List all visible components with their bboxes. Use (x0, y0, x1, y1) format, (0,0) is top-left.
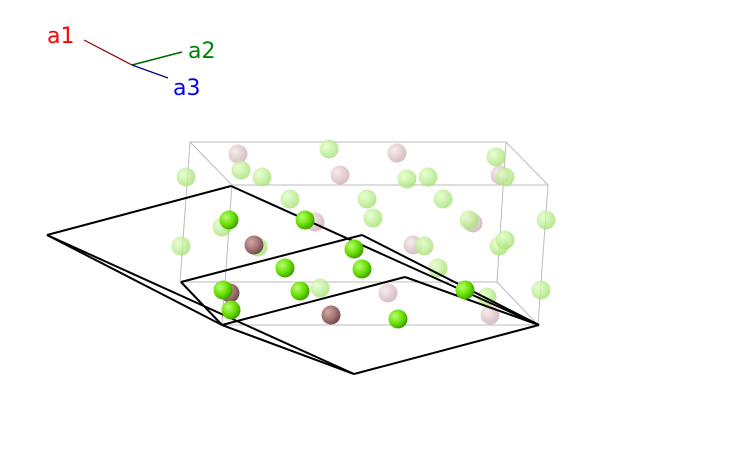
atom-green-faded (495, 167, 515, 187)
atom-green-faded (495, 230, 515, 250)
atom-green (221, 300, 241, 320)
cell-edge (404, 276, 540, 326)
atom-green-faded (459, 210, 479, 230)
atom-pink-faded (387, 143, 407, 163)
cell-edge (221, 324, 355, 375)
cell-edge (180, 281, 223, 326)
atom-green-faded (231, 160, 251, 180)
atom-green (344, 239, 364, 259)
atom-green-faded (319, 139, 339, 159)
cell-edge (46, 234, 223, 326)
atom-green (275, 258, 295, 278)
cell-edge (180, 234, 363, 283)
cell-edge (221, 276, 406, 326)
cell-edge (230, 185, 540, 326)
atom-green (352, 259, 372, 279)
box-edge (496, 141, 507, 283)
atom-green-faded (252, 167, 272, 187)
atom-green-faded (414, 236, 434, 256)
atom-pink-faded (330, 165, 350, 185)
atom-green-faded (357, 189, 377, 209)
atom-maroon (321, 305, 341, 325)
atom-green-faded (536, 210, 556, 230)
atom-green-faded (363, 208, 383, 228)
unit-cell (46, 185, 540, 375)
a3-label: a3 (173, 76, 200, 101)
a1-axis-line (83, 39, 133, 66)
faded-atoms (171, 139, 556, 325)
a2-label: a2 (188, 39, 215, 64)
atom-green (455, 280, 475, 300)
cell-edge (46, 185, 232, 236)
atom-green (213, 280, 233, 300)
box-edge (505, 141, 549, 186)
cell-edge (361, 234, 540, 326)
atom-green (295, 210, 315, 230)
box-edge (537, 184, 549, 326)
cell-atoms (213, 210, 475, 329)
cell-edge (46, 234, 355, 375)
atom-green (219, 210, 239, 230)
a3-axis-line (131, 64, 169, 79)
box-edge (221, 184, 233, 326)
atom-pink-faded (228, 144, 248, 164)
atom-green (290, 281, 310, 301)
atom-green-faded (531, 280, 551, 300)
atom-green-faded (397, 169, 417, 189)
atom-green (388, 309, 408, 329)
atom-green-faded (486, 147, 506, 167)
atom-green-faded (418, 167, 438, 187)
box-edge (496, 281, 539, 326)
atom-green-faded (310, 278, 330, 298)
atom-green-faded (433, 189, 453, 209)
atom-green-faded (428, 258, 448, 278)
atom-pink-faded (480, 305, 500, 325)
atom-pink-faded (378, 283, 398, 303)
axis-indicator: a1 a2 a3 (47, 24, 215, 101)
cell-edge (353, 324, 540, 375)
box-edge (179, 141, 191, 283)
a2-axis-line (131, 51, 183, 66)
box-edge (189, 141, 233, 186)
atom-maroon (244, 235, 264, 255)
atom-green-faded (280, 189, 300, 209)
a1-label: a1 (47, 24, 74, 49)
atom-green-faded (176, 167, 196, 187)
atom-green-faded (171, 236, 191, 256)
